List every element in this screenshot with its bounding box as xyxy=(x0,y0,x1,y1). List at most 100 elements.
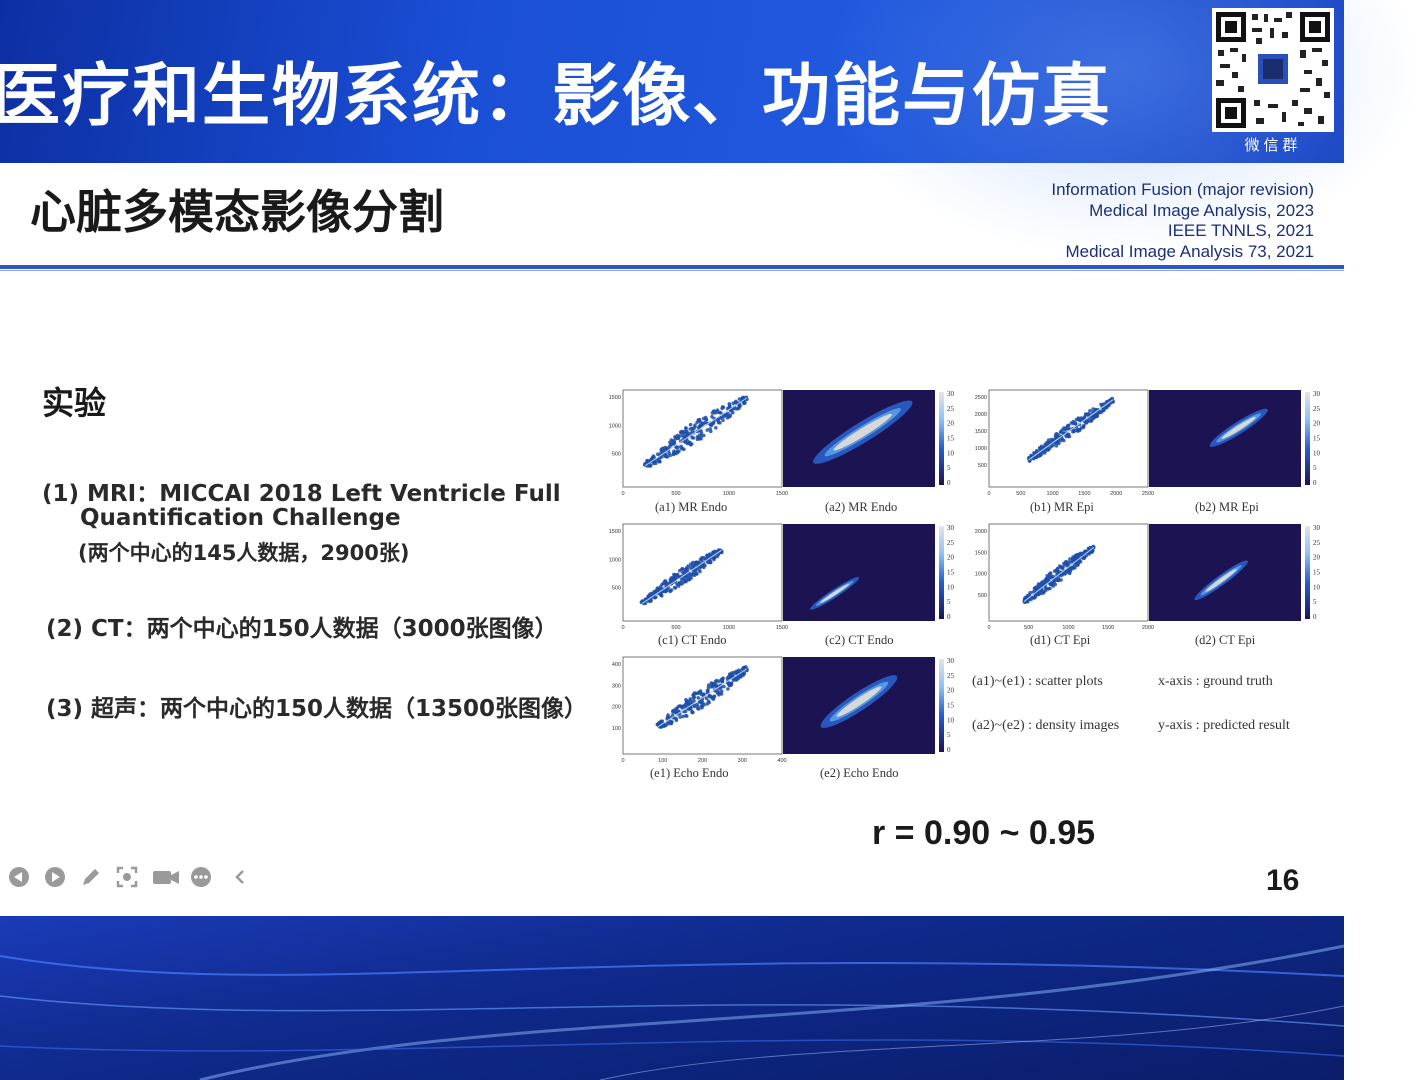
density-background xyxy=(783,524,935,621)
scatter-point xyxy=(704,696,709,700)
scatter-point xyxy=(1051,443,1055,448)
x-tick-label: 1000 xyxy=(723,491,735,497)
scatter-point xyxy=(683,431,687,435)
panel-caption: (a2) MR Endo xyxy=(825,500,898,514)
scatter-point xyxy=(680,567,685,571)
next-icon[interactable] xyxy=(44,866,66,888)
collapse-icon[interactable] xyxy=(230,866,252,888)
scatter-point xyxy=(1076,561,1081,565)
camera-icon[interactable] xyxy=(152,866,180,888)
colorbar-tick: 0 xyxy=(947,613,951,621)
scatter-point xyxy=(1085,419,1090,424)
y-tick-label: 200 xyxy=(612,705,621,711)
scatter-point xyxy=(668,453,672,458)
scatter-point xyxy=(672,450,677,455)
colorbar-tick: 10 xyxy=(947,716,955,724)
scatter-point xyxy=(698,557,703,562)
scatter-point xyxy=(672,572,676,577)
scatter-point xyxy=(688,440,692,445)
density-blob xyxy=(820,583,850,603)
legend-density: (a2)~(e2) : density images xyxy=(972,718,1120,733)
pen-icon[interactable] xyxy=(80,866,102,888)
scatter-point xyxy=(688,427,692,431)
zoom-icon[interactable] xyxy=(116,866,138,888)
more-icon[interactable] xyxy=(190,866,212,888)
scatter-point xyxy=(684,713,688,718)
x-tick-label: 1500 xyxy=(776,491,788,497)
scatter-point xyxy=(1087,550,1091,554)
scatter-point xyxy=(707,694,712,698)
scatter-point xyxy=(708,560,713,565)
scatter-point xyxy=(706,688,710,693)
scatter-point xyxy=(718,416,723,420)
scatter-point xyxy=(714,678,719,683)
scatter-point xyxy=(1074,553,1078,558)
scatter-point xyxy=(1056,433,1060,437)
scatter-point xyxy=(726,687,730,691)
scatter-point xyxy=(685,433,689,438)
fit-line xyxy=(641,549,722,604)
x-tick-label: 100 xyxy=(658,758,667,764)
y-tick-label: 1000 xyxy=(975,446,987,452)
scatter-point xyxy=(1055,566,1060,571)
y-tick-label: 1000 xyxy=(975,572,987,578)
qr-label: 微信群 xyxy=(1244,136,1302,154)
colorbar-tick: 20 xyxy=(947,420,955,428)
x-tick-label: 2000 xyxy=(1142,625,1154,631)
legend-scatter: (a1)~(e1) : scatter plots xyxy=(972,674,1103,689)
scatter-point xyxy=(651,454,656,458)
header-divider xyxy=(0,265,1344,269)
scatter-point xyxy=(1059,438,1063,443)
y-tick-label: 1000 xyxy=(609,423,621,429)
scatter-point xyxy=(744,668,749,672)
x-tick-label: 500 xyxy=(1016,491,1025,497)
colorbar xyxy=(939,526,944,619)
colorbar xyxy=(939,659,944,752)
scatter-point xyxy=(678,568,682,573)
scatter-point xyxy=(681,570,685,575)
scatter-point xyxy=(697,433,702,437)
scatter-point xyxy=(653,595,657,600)
scatter-point xyxy=(676,574,681,579)
top-banner: 医疗和生物系统：影像、功能与仿真 xyxy=(0,0,1424,260)
y-tick-label: 1500 xyxy=(975,550,987,556)
scatter-point xyxy=(1062,438,1066,443)
colorbar-tick: 0 xyxy=(947,479,951,487)
scatter-point xyxy=(711,682,715,686)
scatter-point xyxy=(1069,560,1074,564)
scatter-point xyxy=(1056,440,1060,445)
y-tick-label: 1500 xyxy=(609,529,621,535)
density-blob xyxy=(836,686,882,717)
scatter-point xyxy=(694,691,698,696)
density-blob xyxy=(1205,568,1237,592)
colorbar-tick: 25 xyxy=(947,539,955,547)
prev-icon[interactable] xyxy=(8,866,30,888)
scatter-point xyxy=(677,581,682,586)
scatter-point xyxy=(716,420,721,425)
reference-list: Information Fusion (major revision) Medi… xyxy=(1051,180,1314,262)
colorbar-tick: 10 xyxy=(947,449,955,457)
scatter-point xyxy=(711,556,716,560)
slide-subtitle: 心脏多模态影像分割 xyxy=(30,185,444,239)
scatter-point xyxy=(722,684,726,689)
colorbar-tick: 30 xyxy=(947,657,955,665)
scatter-point xyxy=(683,440,687,444)
scatter-point xyxy=(1088,409,1092,413)
scatter-point xyxy=(1068,557,1072,561)
scatter-point xyxy=(712,694,717,699)
y-tick-label: 1500 xyxy=(609,395,621,401)
scatter-point xyxy=(1055,573,1059,577)
scatter-point xyxy=(691,560,695,565)
scatter-point xyxy=(1046,447,1050,452)
colorbar-tick: 25 xyxy=(1313,405,1321,413)
scatter-point xyxy=(696,696,700,700)
x-tick-label: 0 xyxy=(621,625,624,631)
x-tick-label: 2000 xyxy=(1110,491,1122,497)
scatter-point xyxy=(1042,451,1047,455)
scatter-point xyxy=(1066,423,1070,428)
plot-frame xyxy=(988,389,1149,488)
scatter-point xyxy=(678,715,682,719)
colorbar-tick: 5 xyxy=(1313,464,1317,472)
x-tick-label: 300 xyxy=(738,758,747,764)
